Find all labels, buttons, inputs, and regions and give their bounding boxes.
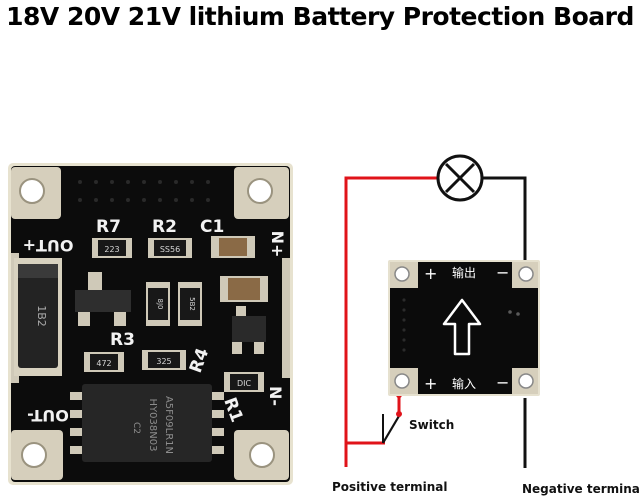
- ic-marking-line-2: HY038N03: [147, 399, 158, 452]
- smd-components: 223 SS56 8J0 5B2: [84, 236, 268, 392]
- small-transistor: [232, 306, 266, 354]
- ic-chip: C2 HY038N03 A5F09LR1N: [70, 384, 224, 462]
- r2-code: SS56: [160, 245, 180, 254]
- mounting-pads: [11, 167, 289, 480]
- schematic-output-label: 输出: [452, 265, 476, 280]
- 8j0-code: 8J0: [156, 299, 164, 310]
- c1-capacitor: [211, 236, 255, 258]
- r3-resistor: 472: [84, 352, 124, 372]
- schematic-minus-top: −: [496, 263, 509, 282]
- protection-board-schematic: + − + − 输出 输入: [388, 260, 540, 396]
- label-r7: R7: [96, 217, 121, 237]
- r-8j0: 8J0: [146, 282, 170, 326]
- r2-resistor: SS56: [148, 238, 192, 258]
- label-c1: C1: [200, 217, 224, 237]
- r-5b2: 5B2: [178, 282, 202, 326]
- label-out-minus: OUT-: [27, 406, 69, 425]
- label-n-minus: N-: [266, 386, 285, 406]
- c-capacitor-2: [220, 276, 268, 302]
- ss56-code: 1B2: [35, 305, 48, 327]
- positive-wire: [344, 176, 437, 467]
- pcb-board: 1B2 223 SS56: [8, 163, 293, 485]
- label-out-plus: OUT+: [23, 236, 74, 255]
- switch: [382, 392, 402, 444]
- arrow-up-icon: [442, 298, 482, 356]
- schematic-plus-top: +: [424, 264, 437, 283]
- label-r3: R3: [110, 330, 135, 350]
- negative-wire: [483, 176, 527, 468]
- r3-code: 472: [96, 359, 111, 368]
- schematic-input-label: 输入: [452, 376, 476, 391]
- ss56-diode: 1B2: [14, 258, 62, 376]
- wiring-diagram: + − + − 输出 输入: [344, 154, 540, 468]
- r4-resistor: 325: [142, 350, 186, 370]
- label-n-plus: N+: [268, 231, 287, 258]
- schematic-minus-bottom: −: [496, 373, 509, 392]
- r4-code: 325: [156, 357, 171, 366]
- lamp-icon: [436, 154, 484, 202]
- r1-resistor: DIC: [224, 372, 264, 392]
- r7-code: 223: [104, 245, 119, 254]
- switch-label: Switch: [409, 418, 455, 432]
- r1-code: DIC: [237, 379, 252, 388]
- transistor: [75, 272, 131, 326]
- label-r2: R2: [152, 217, 177, 237]
- ic-marking-line-3: A5F09LR1N: [163, 396, 174, 454]
- schematic-plus-bottom: +: [424, 374, 437, 393]
- ic-marking-line-1: C2: [131, 422, 141, 434]
- positive-terminal-label: Positive terminal: [332, 480, 448, 494]
- 5b2-code: 5B2: [188, 297, 196, 311]
- negative-terminal-label: Negative terminal: [522, 482, 640, 496]
- page-title: 18V 20V 21V lithium Battery Protection B…: [6, 2, 634, 31]
- r7-resistor: 223: [92, 238, 132, 258]
